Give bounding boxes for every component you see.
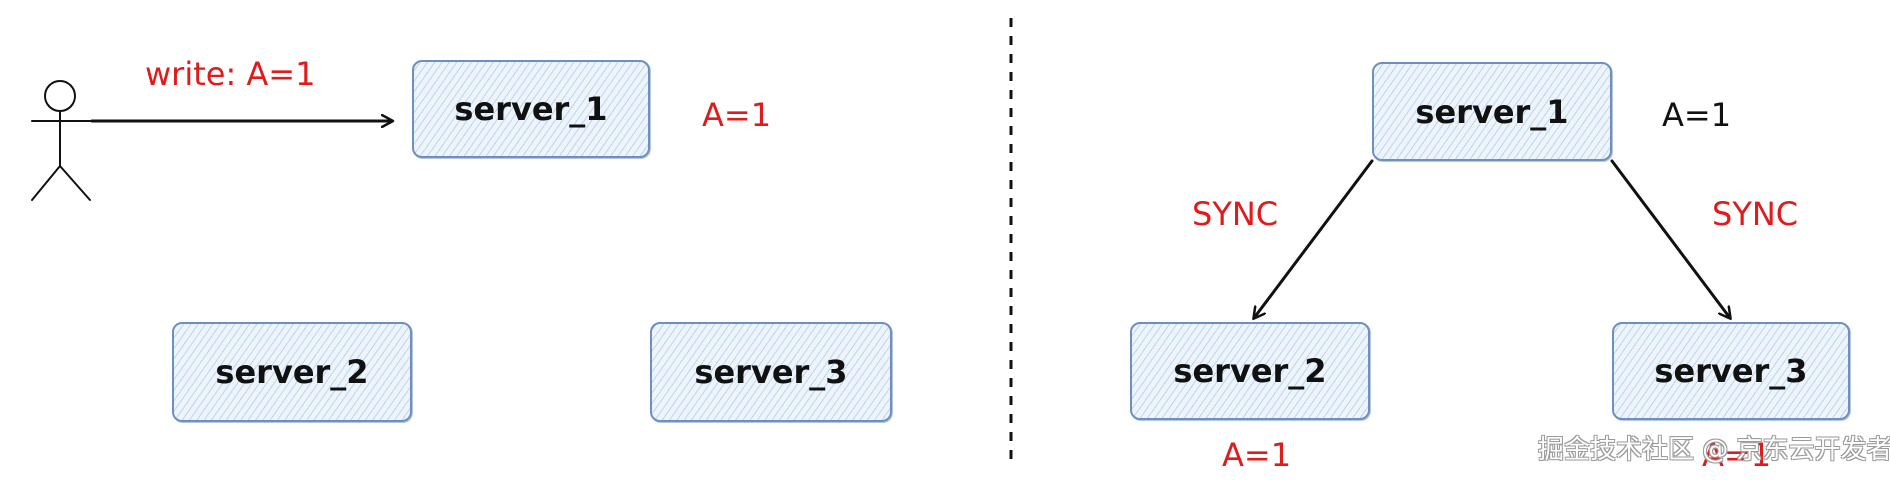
right-server-3-name: server_3 bbox=[1654, 352, 1808, 390]
right-server-1-value: A=1 bbox=[1662, 96, 1732, 134]
right-server-3-box: server_3 bbox=[1612, 322, 1850, 420]
right-server-3-value: A=1 bbox=[1702, 436, 1772, 474]
client-stick-figure bbox=[31, 80, 93, 201]
left-server-3-box: server_3 bbox=[650, 322, 892, 422]
left-server-1-value: A=1 bbox=[702, 96, 772, 134]
right-server-2-value: A=1 bbox=[1222, 436, 1292, 474]
watermark-text: 掘金技术社区 @ 京东云开发者 bbox=[1538, 435, 1890, 465]
left-server-2-box: server_2 bbox=[172, 322, 412, 422]
sync-arrow-left bbox=[1254, 159, 1374, 318]
right-server-2-name: server_2 bbox=[1173, 352, 1327, 390]
sync-arrow-right bbox=[1610, 159, 1730, 318]
right-server-2-box: server_2 bbox=[1130, 322, 1370, 420]
write-action-label: write: A=1 bbox=[145, 55, 316, 93]
left-server-1-name: server_1 bbox=[454, 90, 608, 128]
left-server-2-name: server_2 bbox=[215, 353, 369, 391]
left-server-1-box: server_1 bbox=[412, 60, 650, 158]
sync-left-label: SYNC bbox=[1192, 195, 1279, 233]
sync-right-label: SYNC bbox=[1712, 195, 1799, 233]
left-server-3-name: server_3 bbox=[694, 353, 848, 391]
right-server-1-name: server_1 bbox=[1415, 92, 1569, 131]
right-server-1-box: server_1 bbox=[1372, 62, 1612, 161]
